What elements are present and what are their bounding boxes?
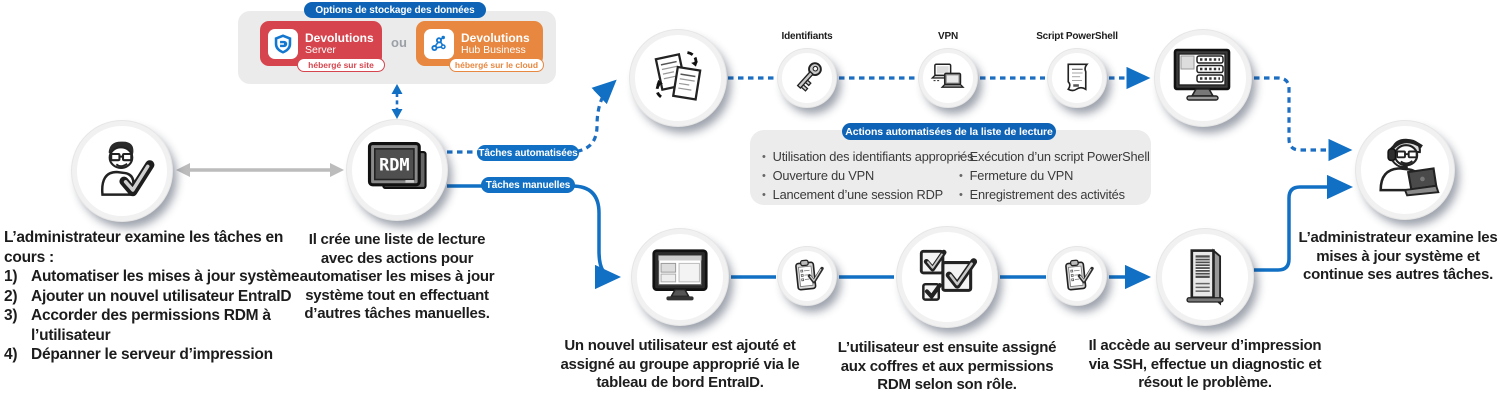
playlist-documents-icon bbox=[654, 51, 702, 101]
permissions-checkboxes-icon bbox=[919, 249, 978, 301]
manual-tasks-pill: Tâches manuelles bbox=[481, 177, 575, 193]
admin-laptop-icon bbox=[1379, 138, 1440, 197]
hub-hosting-badge: hébergé sur le cloud bbox=[449, 58, 544, 72]
node-powershell-script bbox=[1048, 49, 1106, 107]
action-item: Lancement d’une session RDP bbox=[762, 186, 959, 205]
key-icon bbox=[796, 62, 822, 92]
devolutions-server-card: Devolutions Server bbox=[260, 21, 382, 66]
node-rdm: RDM bbox=[347, 120, 447, 220]
action-item: Enregistrement des activités bbox=[959, 186, 1147, 205]
automated-actions-title-pill: Actions automatisées de la liste de lect… bbox=[842, 123, 1056, 140]
task-text: Dépanner le serveur d’impression bbox=[31, 346, 273, 363]
node-vpn bbox=[919, 49, 977, 107]
powershell-script-label: Script PowerShell bbox=[1036, 31, 1118, 42]
node-task-clipboard-1 bbox=[778, 247, 836, 305]
node-admin-review bbox=[72, 121, 172, 221]
server-hosting-badge: hébergé sur site bbox=[297, 58, 385, 72]
action-item: Exécution d’un script PowerShell bbox=[959, 148, 1150, 167]
task-text: Accorder des permissions RDM à l’utilisa… bbox=[31, 307, 271, 344]
task-number: 4) bbox=[4, 346, 18, 363]
vendor-product: Hub Business bbox=[461, 43, 526, 56]
action-item: Utilisation des identifiants appropriés bbox=[762, 148, 974, 167]
node-permissions bbox=[897, 227, 997, 327]
updates-monitor-icon bbox=[1173, 48, 1231, 101]
print-server-icon bbox=[1186, 248, 1224, 306]
print-server-caption: Il accède au serveur d’impression via SS… bbox=[1088, 337, 1322, 391]
entraid-dashboard-icon bbox=[652, 249, 708, 301]
or-label: ou bbox=[391, 35, 407, 50]
task-number: 2) bbox=[4, 287, 18, 305]
admin-task-list: L’administrateur examine les tâches en c… bbox=[4, 228, 318, 365]
admin-task-intro: L’administrateur examine les tâches en c… bbox=[4, 229, 284, 266]
task-item: 4) Dépanner le serveur d’impression bbox=[4, 345, 318, 365]
rdm-caption: Il crée une liste de lecture avec des ac… bbox=[299, 231, 495, 322]
task-item: 1) Automatiser les mises à jour système bbox=[4, 267, 318, 287]
task-clipboard-icon bbox=[1065, 259, 1094, 291]
svg-text:RDM: RDM bbox=[379, 155, 410, 175]
node-task-clipboard-2 bbox=[1048, 247, 1106, 305]
entraid-caption: Un nouvel utilisateur est ajouté et assi… bbox=[560, 337, 800, 391]
task-text: Automatiser les mises à jour système bbox=[31, 268, 300, 285]
task-item: 3) Accorder des permissions RDM à l’util… bbox=[4, 306, 318, 345]
vendor-brand: Devolutions bbox=[305, 30, 374, 45]
node-entraid-dashboard bbox=[632, 229, 728, 325]
powershell-script-icon bbox=[1067, 63, 1089, 92]
vpn-label: VPN bbox=[938, 31, 958, 42]
automated-tasks-pill: Tâches automatisées bbox=[477, 145, 579, 161]
task-text: Ajouter un nouvel utilisateur EntraID bbox=[31, 287, 292, 305]
admin-check-icon bbox=[100, 141, 155, 197]
node-credentials bbox=[778, 49, 836, 107]
node-updates-monitor bbox=[1155, 30, 1251, 126]
right-admin-caption: L’administrateur examine les mises à jou… bbox=[1298, 229, 1498, 283]
task-number: 1) bbox=[4, 268, 18, 285]
vpn-laptops-icon bbox=[930, 63, 965, 88]
node-playlist bbox=[630, 30, 726, 126]
task-number: 3) bbox=[4, 307, 18, 324]
automated-actions-list: Utilisation des identifiants appropriés … bbox=[762, 148, 1150, 205]
rdm-monitor-icon: RDM bbox=[367, 141, 427, 190]
task-clipboard-icon bbox=[795, 259, 824, 291]
node-print-server bbox=[1157, 229, 1253, 325]
vendor-product: Server bbox=[305, 43, 336, 56]
storage-options-title-pill: Options de stockage des données bbox=[304, 2, 486, 18]
shield-icon bbox=[268, 28, 298, 59]
node-admin-continue bbox=[1356, 121, 1454, 219]
action-item: Ouverture du VPN bbox=[762, 167, 959, 186]
vendor-brand: Devolutions bbox=[461, 30, 530, 45]
permissions-caption: L’utilisateur est ensuite assigné aux co… bbox=[837, 339, 1057, 393]
hub-icon bbox=[424, 28, 454, 59]
credentials-label: Identifiants bbox=[781, 31, 833, 42]
task-item: 2) Ajouter un nouvel utilisateur EntraID bbox=[4, 287, 318, 307]
action-item: Fermeture du VPN bbox=[959, 167, 1147, 186]
